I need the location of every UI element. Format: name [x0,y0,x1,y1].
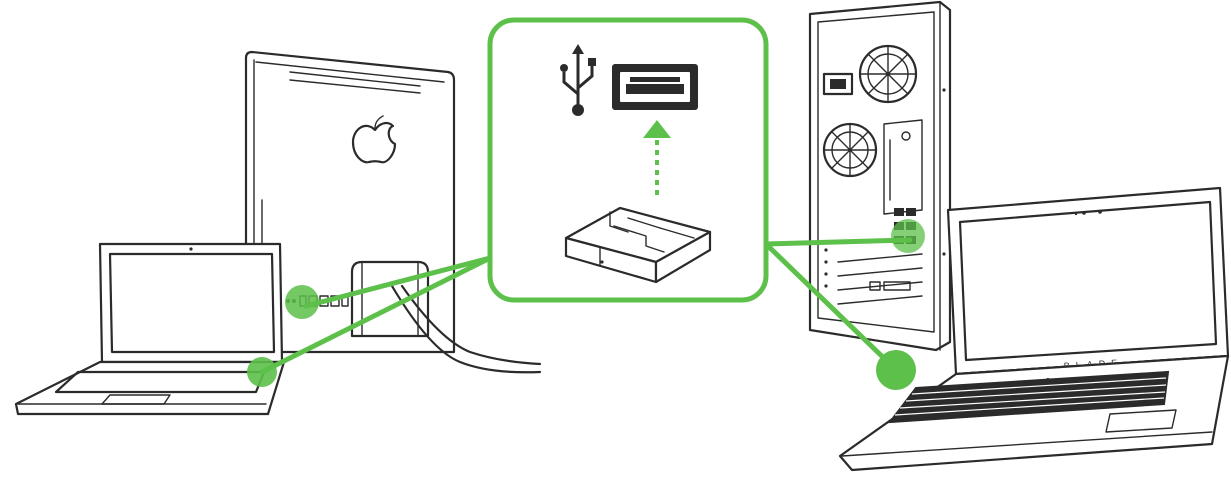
line-to-blade [763,241,895,369]
macbook-keyboard [54,370,266,394]
razer-blade-laptop: BLADE [838,186,1230,472]
desktop-tower-pc [808,0,952,352]
usb-symbol-icon [560,44,596,116]
imac-port-dot [285,285,319,319]
line-to-macbook [259,255,493,375]
usb-dongle-icon [564,206,712,284]
tower-port-dot [891,219,925,253]
tower-fan-top-icon [858,44,918,104]
arrow-up-icon [643,120,671,196]
macbook-port-dot [247,357,277,387]
tower-fan-bottom-icon [822,122,878,178]
macbook-laptop [14,242,286,416]
apple-logo-icon [351,115,397,164]
connection-lines [259,237,913,375]
blade-keyboard [887,370,1170,424]
usb-port-icon [612,64,698,110]
connection-dots [247,219,925,390]
line-to-imac [303,255,493,309]
usb-callout-box [487,17,769,303]
blade-port-dot [876,350,916,390]
line-to-tower [763,237,913,247]
